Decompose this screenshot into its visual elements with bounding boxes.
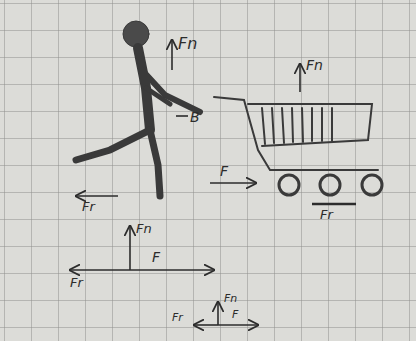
force-label: Fr [320, 208, 333, 221]
force-label: F [152, 250, 160, 264]
force-label: F [220, 164, 228, 178]
shopping-cart [214, 97, 382, 195]
force-arrows [70, 40, 356, 325]
force-label: Fr [82, 200, 95, 213]
force-label: Fr [70, 276, 83, 289]
force-label: Fn [224, 293, 237, 304]
force-label: Fn [306, 58, 323, 72]
force-label: B [190, 110, 200, 124]
force-label: Fn [178, 36, 197, 52]
force-label: F [232, 309, 238, 320]
force-label: Fr [172, 312, 183, 323]
force-label: Fn [136, 222, 152, 235]
person-figure [76, 21, 200, 196]
